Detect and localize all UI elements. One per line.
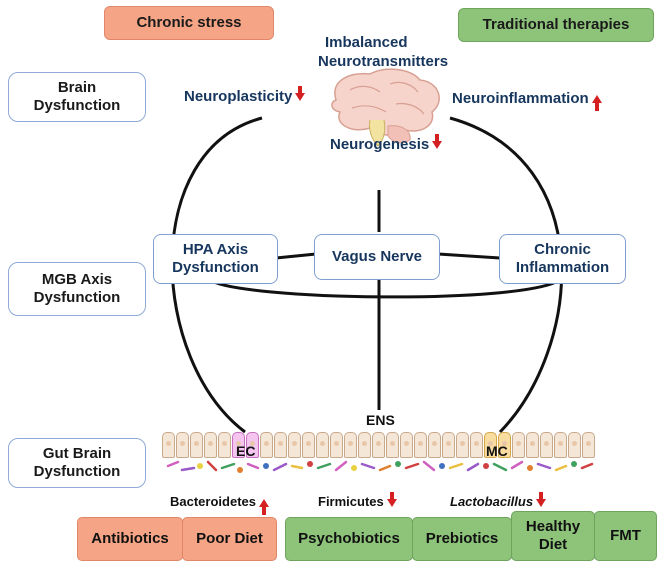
decrease-arrow-icon	[386, 491, 397, 507]
ens-label: ENS	[366, 412, 395, 428]
decrease-arrow-icon	[536, 491, 547, 507]
traditional-therapies-tag: Traditional therapies	[458, 8, 654, 42]
neuroplasticity-label: Neuroplasticity	[184, 86, 306, 105]
vagus-nerve-node: Vagus Nerve	[314, 234, 440, 280]
hpa-axis-node: HPA Axis Dysfunction	[153, 234, 278, 284]
decrease-arrow-icon	[432, 134, 443, 150]
prebiotics-box: Prebiotics	[412, 517, 512, 561]
chronic-stress-tag: Chronic stress	[104, 6, 274, 40]
ec-label: EC	[236, 443, 256, 459]
imbalanced-label: Imbalanced	[325, 34, 408, 51]
increase-arrow-icon	[258, 498, 269, 515]
brain-dysfunction-label: Brain Dysfunction	[8, 72, 146, 122]
decrease-arrow-icon	[295, 86, 306, 102]
poor-diet-box: Poor Diet	[182, 517, 277, 561]
neurogenesis-label: Neurogenesis	[330, 134, 443, 153]
firmicutes-label: Firmicutes	[318, 491, 397, 509]
lower-ellipse-arc	[209, 278, 561, 299]
lactobacillus-label: Lactobacillus	[450, 491, 547, 509]
increase-arrow-icon	[591, 95, 602, 112]
gut-brain-dysfunction-label: Gut Brain Dysfunction	[8, 438, 146, 488]
neurotransmitters-label: Neurotransmitters	[318, 53, 449, 70]
healthy-diet-box: Healthy Diet	[511, 511, 595, 561]
antibiotics-box: Antibiotics	[77, 517, 183, 561]
fmt-box: FMT	[594, 511, 657, 561]
chronic-inflammation-node: Chronic Inflammation	[499, 234, 626, 284]
psychobiotics-box: Psychobiotics	[285, 517, 413, 561]
neuroinflammation-label: Neuroinflammation	[452, 90, 602, 112]
mc-label: MC	[486, 443, 508, 459]
bacteroidetes-label: Bacteroidetes	[170, 494, 269, 515]
mgb-axis-dysfunction-label: MGB Axis Dysfunction	[8, 262, 146, 316]
